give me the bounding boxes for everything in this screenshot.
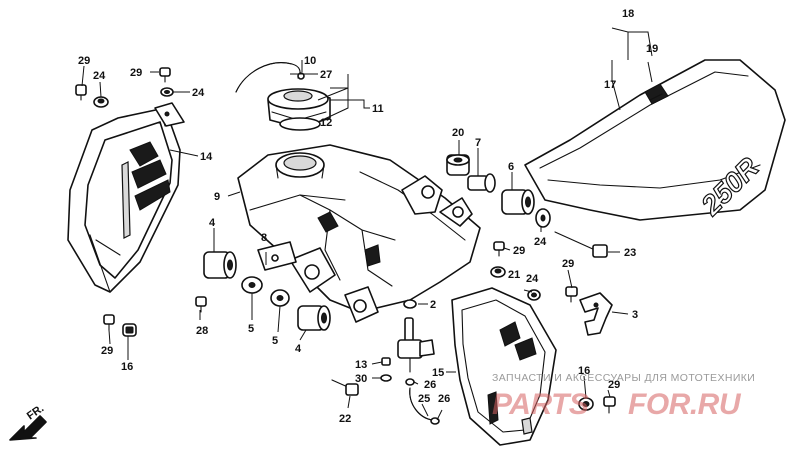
label-p11: 20 bbox=[452, 127, 464, 139]
label-p34: 30 bbox=[355, 373, 367, 385]
label-p10: 12 bbox=[320, 117, 332, 129]
breather-tube bbox=[235, 62, 305, 93]
label-p5: 14 bbox=[200, 151, 213, 163]
fuel-cock bbox=[397, 317, 435, 373]
label-p38: 25 bbox=[418, 393, 430, 405]
label-p36: 15 bbox=[432, 367, 444, 379]
label-p32: 16 bbox=[121, 361, 133, 373]
label-p39: 26 bbox=[438, 393, 450, 405]
label-p8: 27 bbox=[320, 69, 332, 81]
bolt-top-center bbox=[159, 67, 171, 83]
label-p3: 29 bbox=[130, 67, 142, 79]
bolt-left-lower bbox=[103, 314, 115, 331]
grommet-right-24 bbox=[527, 289, 541, 301]
label-p23: 24 bbox=[526, 273, 539, 285]
label-p16: 17 bbox=[604, 79, 616, 91]
washer-30 bbox=[380, 374, 392, 382]
label-p14: 18 bbox=[622, 8, 634, 20]
washer-2 bbox=[403, 299, 417, 309]
label-p26: 5 bbox=[248, 323, 254, 335]
label-p21: 23 bbox=[624, 247, 636, 259]
bolt-right-29 bbox=[565, 286, 578, 303]
screw-13 bbox=[381, 357, 391, 366]
watermark-logo-left: PARTS bbox=[492, 388, 589, 421]
rubber-6 bbox=[501, 189, 535, 215]
grommet-left-lower bbox=[122, 323, 137, 337]
label-p35: 26 bbox=[424, 379, 436, 391]
clamp-3 bbox=[579, 292, 613, 336]
label-p4: 24 bbox=[192, 87, 205, 99]
washer-23 bbox=[535, 208, 551, 228]
seat: 250R bbox=[524, 59, 786, 222]
side-cover-right bbox=[451, 287, 557, 446]
side-cover-left bbox=[67, 107, 181, 293]
damper-rubber-4-lower bbox=[297, 305, 331, 331]
grommet-top-center bbox=[160, 87, 174, 97]
label-p1: 29 bbox=[78, 55, 90, 67]
part-numbers: 29 24 29 24 14 9 10 27 11 12 20 7 6 18 1… bbox=[78, 8, 658, 425]
label-p27: 5 bbox=[272, 335, 278, 347]
grommet-left-upper bbox=[93, 96, 109, 108]
fuel-cap bbox=[267, 88, 331, 131]
label-p25: 28 bbox=[196, 325, 208, 337]
bolt-22 bbox=[331, 379, 359, 396]
label-p13: 6 bbox=[508, 161, 514, 173]
label-p28: 4 bbox=[295, 343, 302, 355]
washer-5-upper bbox=[241, 276, 263, 294]
label-p30: 3 bbox=[632, 309, 638, 321]
bolt-center-29 bbox=[493, 241, 505, 257]
damper-rubber-20 bbox=[446, 154, 470, 176]
fuel-tank bbox=[237, 144, 481, 323]
damper-rubber-4-upper bbox=[203, 251, 237, 279]
seat-bolt-21 bbox=[554, 231, 608, 258]
tank-filler-neck bbox=[275, 152, 325, 179]
grommet-center-24 bbox=[490, 266, 506, 278]
label-p15: 19 bbox=[646, 43, 658, 55]
label-p29: 2 bbox=[430, 299, 436, 311]
front-direction-arrow: FR. bbox=[9, 402, 47, 441]
leader-lines bbox=[81, 27, 653, 421]
label-p37: 22 bbox=[339, 413, 351, 425]
label-p19: 29 bbox=[513, 245, 525, 257]
fuel-hose-25 bbox=[409, 387, 433, 421]
watermark-text: ЗАПЧАСТИ И АКСЕССУАРЫ ДЛЯ МОТОТЕХНИКИ bbox=[492, 372, 755, 384]
label-p41: 29 bbox=[608, 379, 620, 391]
label-p40: 16 bbox=[578, 365, 590, 377]
label-p12: 7 bbox=[475, 137, 481, 149]
watermark-logo-right: FOR.RU bbox=[628, 388, 742, 421]
label-p2: 24 bbox=[93, 70, 106, 82]
label-p17: 4 bbox=[209, 217, 216, 229]
cover-tab bbox=[154, 102, 185, 127]
label-p18: 8 bbox=[261, 232, 267, 244]
label-p9: 11 bbox=[372, 103, 384, 115]
bolt-28 bbox=[195, 296, 207, 313]
label-p6: 9 bbox=[214, 191, 220, 203]
bolt-right-lower-29 bbox=[603, 396, 616, 414]
label-p7: 10 bbox=[304, 55, 316, 67]
watermark: ЗАПЧАСТИ И АКСЕССУАРЫ ДЛЯ МОТОТЕХНИКИ PA… bbox=[492, 372, 755, 421]
label-p22: 21 bbox=[508, 269, 520, 281]
clip-26-upper bbox=[405, 378, 415, 386]
label-p33: 13 bbox=[355, 359, 367, 371]
collar-7 bbox=[467, 173, 496, 193]
label-p24: 29 bbox=[562, 258, 574, 270]
label-p31: 29 bbox=[101, 345, 113, 357]
washer-5-lower bbox=[270, 289, 290, 307]
bracket-8 bbox=[257, 241, 297, 271]
label-p20: 24 bbox=[534, 236, 547, 248]
bolt-left-upper bbox=[75, 84, 87, 101]
